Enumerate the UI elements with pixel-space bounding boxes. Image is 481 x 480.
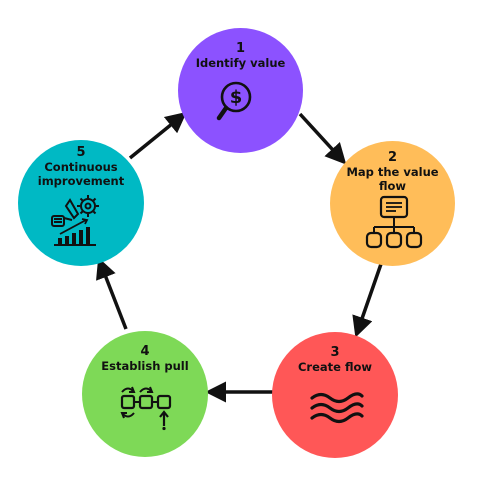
svg-text:$: $: [230, 87, 243, 108]
step-2-title-line-1: Map the value: [346, 165, 439, 179]
step-3-node: 3 Create flow: [272, 332, 398, 458]
step-4-title: Establish pull: [101, 359, 189, 373]
step-1-number: 1: [235, 41, 246, 56]
arrow-1-to-2: [298, 112, 347, 165]
step-2-title-line-2: flow: [378, 179, 407, 193]
growth-gear-icon: [51, 195, 99, 246]
arrow-5-to-1: [128, 111, 187, 160]
step-3-number: 3: [330, 345, 340, 360]
arrow-2-to-3: [352, 263, 383, 338]
step-3-title: Create flow: [297, 360, 373, 374]
dollar-magnifier-icon: $: [216, 81, 252, 121]
flowchart-icon: [365, 195, 423, 249]
step-5-number: 5: [76, 145, 86, 160]
step-5-node: 5 Continuous improvement: [18, 140, 144, 266]
step-4-number: 4: [140, 344, 150, 359]
arrow-4-to-5: [96, 257, 128, 330]
step-1-title: Identify value: [195, 56, 286, 70]
step-5-title-line-1: Continuous: [44, 160, 118, 174]
step-5-title-line-2: improvement: [37, 174, 125, 188]
step-2-number: 2: [387, 150, 398, 165]
step-1-node: 1 Identify value $: [178, 28, 303, 153]
wave-lines-icon: [310, 392, 364, 424]
pull-cycle-icon: [120, 386, 172, 431]
step-2-node: 2 Map the value flow: [330, 141, 455, 266]
step-4-node: 4 Establish pull: [82, 331, 208, 457]
